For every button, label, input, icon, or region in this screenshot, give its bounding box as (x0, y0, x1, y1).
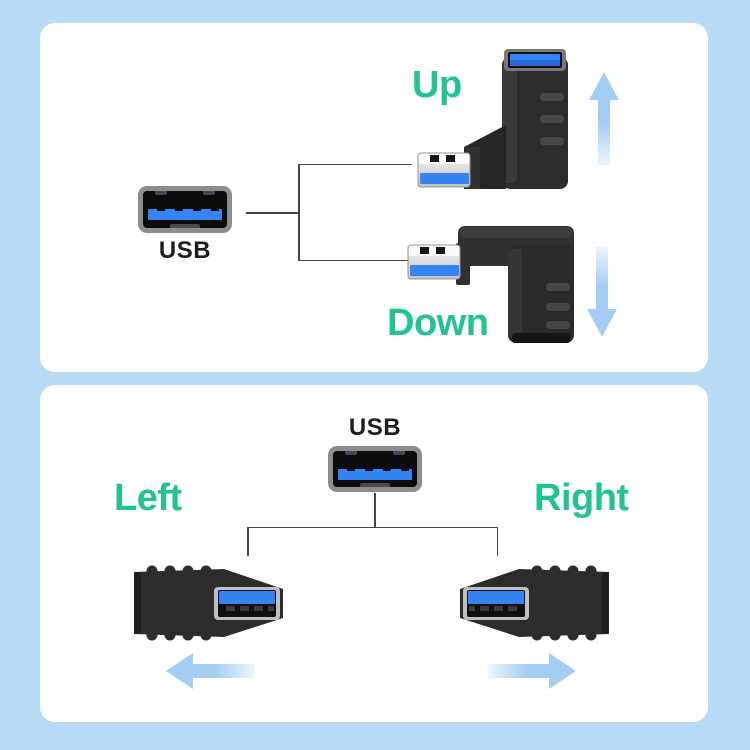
top-panel-up-down: USB Up (40, 23, 708, 372)
right-label: Right (534, 477, 629, 519)
connector-line (298, 259, 408, 261)
connector-line (298, 163, 412, 165)
usb-female-port-icon (328, 446, 422, 492)
connector-line (298, 163, 300, 261)
connector-line (247, 526, 498, 528)
port-notch (203, 191, 215, 195)
up-label: Up (412, 64, 462, 106)
arrow-right-icon (488, 653, 576, 689)
arrow-up-icon (589, 72, 619, 165)
connector-line (496, 526, 498, 556)
usb-port-label: USB (158, 237, 212, 264)
port-notch (155, 191, 167, 195)
port-notch (345, 451, 357, 455)
connector-line (247, 526, 249, 556)
usb-right-adapter-image (460, 565, 609, 641)
arrow-left-icon (166, 653, 254, 689)
down-label: Down (387, 302, 489, 344)
arrow-down-icon (587, 247, 617, 337)
left-label: Left (114, 477, 182, 519)
usb-left-adapter-image (134, 565, 283, 641)
connector-line (374, 493, 376, 527)
usb-down-angle-adapter-image (407, 226, 574, 343)
port-notch (170, 224, 200, 228)
port-tongue (148, 205, 222, 220)
port-tongue (338, 465, 412, 480)
usb-female-port-icon (138, 186, 232, 233)
connector-line (246, 212, 298, 214)
port-notch (393, 451, 405, 455)
usb-port-label: USB (348, 414, 402, 441)
bottom-panel-left-right: USB Left Right (40, 385, 708, 722)
port-notch (360, 483, 390, 487)
usb-up-angle-adapter-image (417, 49, 568, 189)
